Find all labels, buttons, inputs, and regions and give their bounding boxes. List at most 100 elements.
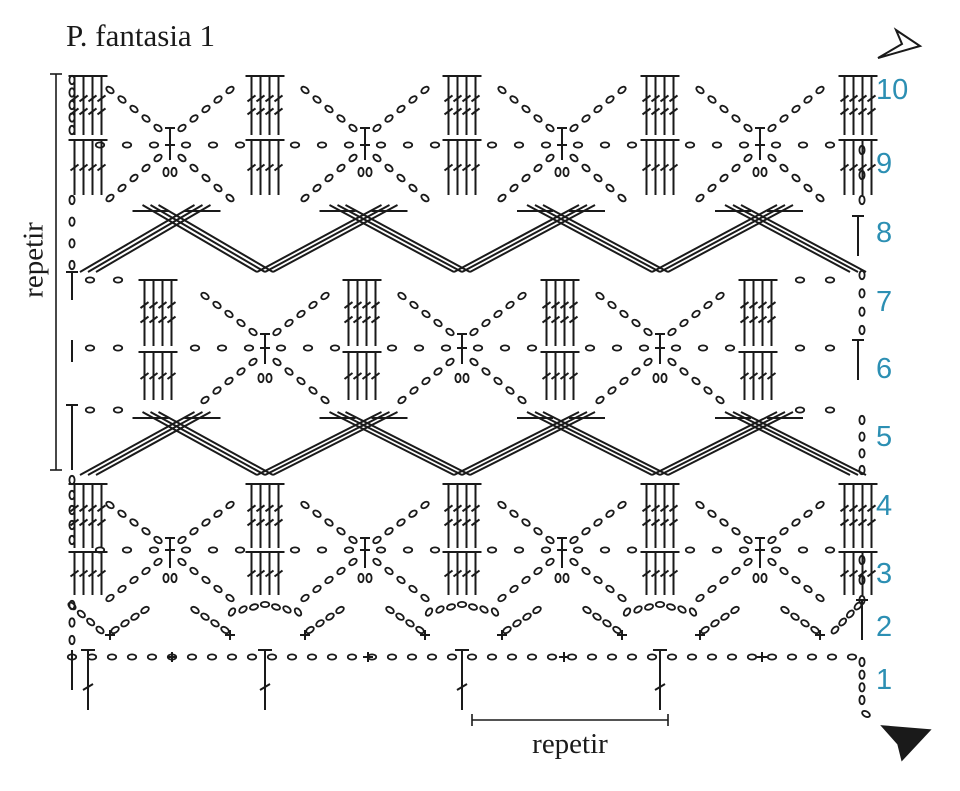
chain-stitch <box>420 500 430 510</box>
chain-stitch <box>305 625 315 635</box>
treble-crochet <box>461 504 472 513</box>
chain-stitch <box>660 372 668 384</box>
treble-crochet <box>148 301 159 309</box>
chain-stitch <box>110 625 120 635</box>
chain-stitch <box>569 557 579 567</box>
treble-crochet <box>337 411 463 476</box>
chain-stitch <box>593 518 603 527</box>
chain-stitch <box>521 575 531 585</box>
chain-stitch <box>300 500 310 510</box>
treble-crochet <box>273 518 284 527</box>
chain-stitch <box>180 141 192 149</box>
chain-stitch <box>420 193 430 203</box>
chain-stitch <box>225 593 235 603</box>
chain-stitch <box>384 114 394 123</box>
chain-stitch <box>643 357 653 367</box>
chain-stitch <box>703 386 713 395</box>
chain-stitch <box>743 153 753 163</box>
chain-stitch <box>612 625 622 635</box>
chain-stitch <box>396 518 406 527</box>
chain-stitch <box>189 114 199 123</box>
chain-stitch <box>521 173 531 183</box>
double-crochet <box>641 163 652 172</box>
treble-crochet <box>246 518 257 527</box>
chain-stitch <box>545 535 555 545</box>
double-crochet <box>166 372 177 380</box>
treble-crochet <box>343 315 354 324</box>
chain-stitch <box>413 344 425 352</box>
chain-stitch <box>153 153 163 163</box>
chain-stitch <box>177 557 187 567</box>
chain-stitch <box>312 509 322 518</box>
chain-stitch <box>200 395 210 405</box>
treble-crochet <box>857 518 868 527</box>
chain-stitch <box>605 95 615 104</box>
chain-stitch <box>486 141 498 149</box>
chain-stitch <box>141 566 151 576</box>
treble-crochet <box>839 518 850 527</box>
chain-stitch <box>86 653 98 661</box>
chain-stitch <box>824 276 836 284</box>
chain-stitch <box>320 395 330 405</box>
chain-stitch <box>357 166 365 178</box>
chain-stitch <box>408 584 418 594</box>
chain-stitch <box>797 546 809 554</box>
treble-crochet <box>87 411 203 476</box>
chain-stitch <box>766 653 778 661</box>
chain-stitch <box>284 318 294 328</box>
chain-stitch <box>791 518 801 527</box>
chain-stitch <box>779 527 789 536</box>
chain-stitch <box>700 625 710 635</box>
chain-stitch <box>622 607 632 617</box>
double-crochet <box>848 569 859 578</box>
treble-crochet <box>866 504 877 513</box>
chain-stitch <box>586 653 598 661</box>
double-crochet <box>352 372 363 380</box>
chain-stitch <box>506 653 518 661</box>
treble-crochet <box>748 315 759 324</box>
chain-stitch <box>469 327 479 337</box>
chain-stitch <box>248 327 258 337</box>
treble-crochet <box>272 204 398 273</box>
chain-stitch <box>611 344 623 352</box>
treble-crochet <box>534 204 661 273</box>
chain-stitch <box>200 291 210 301</box>
double-crochet <box>96 569 107 578</box>
chain-stitch <box>521 518 531 527</box>
double-crochet <box>866 163 877 172</box>
chain-stitch <box>68 216 76 227</box>
chain-stitch <box>581 566 591 576</box>
chain-stitch <box>308 386 318 395</box>
chain-stitch <box>677 605 687 614</box>
chain-stitch <box>200 612 210 621</box>
treble-crochet <box>526 204 653 273</box>
chain-stitch <box>743 557 753 567</box>
chain-stitch <box>472 344 484 352</box>
chain-stitch <box>375 141 387 149</box>
treble-crochet <box>470 504 481 513</box>
chain-stitch <box>462 372 470 384</box>
chain-stitch <box>562 572 570 584</box>
treble-crochet <box>79 204 196 273</box>
chain-stitch <box>68 617 76 628</box>
treble-crochet <box>559 301 570 309</box>
chain-stitch <box>646 653 658 661</box>
treble-crochet <box>141 204 258 273</box>
chain-stitch <box>602 619 612 628</box>
chain-stitch <box>858 464 866 476</box>
chain-stitch <box>815 500 825 510</box>
chain-stitch <box>533 114 543 123</box>
treble-crochet <box>839 94 850 103</box>
chain-stitch <box>688 607 698 617</box>
chain-stitch <box>810 625 820 635</box>
chain-stitch <box>505 386 515 395</box>
chain-stitch <box>605 584 615 594</box>
treble-crochet <box>361 301 372 309</box>
chain-stitch <box>703 300 713 310</box>
double-crochet <box>650 163 661 172</box>
double-crochet <box>370 372 381 380</box>
chain-stitch <box>711 141 723 149</box>
chain-stitch <box>593 575 603 585</box>
treble-crochet <box>255 107 266 116</box>
